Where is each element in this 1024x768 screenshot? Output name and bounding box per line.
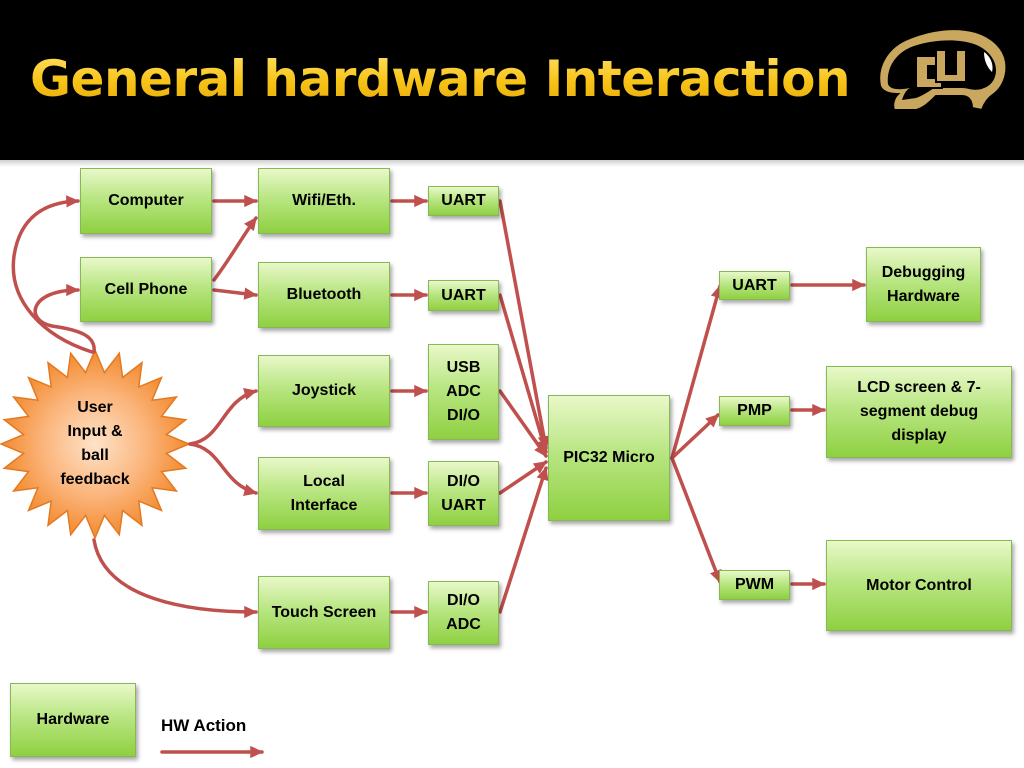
pmp-label: PMP	[737, 402, 772, 419]
legend-hardware-label: Hardware	[36, 711, 110, 728]
debugging-hardware-box: Debugging Hardware	[866, 247, 981, 322]
usb-adc-dio-label: USB ADC DI/O	[446, 359, 481, 424]
uart-box-2: UART	[428, 280, 499, 311]
cell-phone-label: Cell Phone	[104, 280, 188, 298]
pic32-label: PIC32 Micro	[563, 449, 655, 466]
pwm-box: PWM	[719, 570, 790, 600]
slide-title: General hardware Interaction	[30, 50, 851, 108]
local-interface-box: Local Interface	[258, 457, 390, 530]
touch-screen-label: Touch Screen	[271, 603, 377, 621]
uart-label-2: UART	[441, 286, 486, 304]
arrow-user-to-joystick	[188, 388, 258, 446]
arrow-user-to-touchscreen	[92, 538, 258, 619]
header-divider	[0, 160, 1024, 167]
arrow-cellphone-to-bluetooth	[212, 287, 258, 300]
uart-box-1: UART	[428, 186, 499, 216]
usb-adc-dio-box: USB ADC DI/O	[428, 344, 499, 440]
pic32-box: PIC32 Micro	[548, 395, 670, 521]
joystick-label: Joystick	[291, 382, 357, 399]
dio-adc-label: DI/O ADC	[446, 592, 481, 633]
uart-out-label: UART	[732, 276, 777, 294]
dio-adc-box: DI/O ADC	[428, 581, 499, 645]
uart-label-1: UART	[441, 192, 486, 209]
bluetooth-label: Bluetooth	[286, 286, 362, 303]
arrow-pic32-to-uart-out	[670, 284, 723, 460]
arrow-usb-to-pic32	[498, 389, 548, 458]
legend-hardware-box: Hardware	[10, 683, 136, 757]
legend-hw-action-label: HW Action	[161, 716, 247, 735]
computer-box: Computer	[80, 168, 212, 234]
cu-buffalo-logo: CU	[878, 28, 1008, 112]
joystick-box: Joystick	[258, 355, 390, 427]
computer-label: Computer	[108, 192, 184, 209]
arrow-pic32-to-pwm	[670, 456, 722, 584]
local-interface-label: Local Interface	[290, 472, 358, 514]
arrow-uart2-to-pic32	[498, 293, 549, 454]
arrow-uart1-to-pic32	[498, 199, 550, 450]
dio-uart-label: DI/O UART	[441, 472, 486, 514]
arrow-cellphone-to-wifi	[212, 216, 258, 282]
lcd-box: LCD screen & 7- segment debug display	[826, 366, 1012, 458]
arrow-dio-adc-to-pic32	[498, 466, 549, 614]
arrow-user-to-local-interface	[188, 442, 258, 496]
pmp-box: PMP	[719, 396, 790, 426]
uart-out-box: UART	[719, 271, 790, 300]
cell-phone-box: Cell Phone	[80, 257, 212, 322]
arrow-user-to-computer	[11, 195, 94, 354]
wifi-label: Wifi/Eth.	[292, 192, 356, 209]
user-input-starburst	[0, 348, 191, 540]
touch-screen-box: Touch Screen	[258, 576, 390, 649]
motor-control-label: Motor Control	[866, 576, 972, 594]
dio-uart-box: DI/O UART	[428, 461, 499, 526]
arrow-user-to-cellphone	[33, 283, 96, 354]
lcd-label: LCD screen & 7- segment debug display	[857, 379, 981, 444]
bluetooth-box: Bluetooth	[258, 262, 390, 328]
user-input-label: User Input & ball feedback	[60, 399, 130, 488]
slide-header	[0, 0, 1024, 160]
pwm-label: PWM	[734, 576, 775, 593]
debugging-hardware-label: Debugging Hardware	[881, 263, 966, 305]
arrow-pic32-to-pmp	[670, 413, 720, 460]
motor-control-box: Motor Control	[826, 540, 1012, 631]
wifi-box: Wifi/Eth.	[258, 168, 390, 234]
